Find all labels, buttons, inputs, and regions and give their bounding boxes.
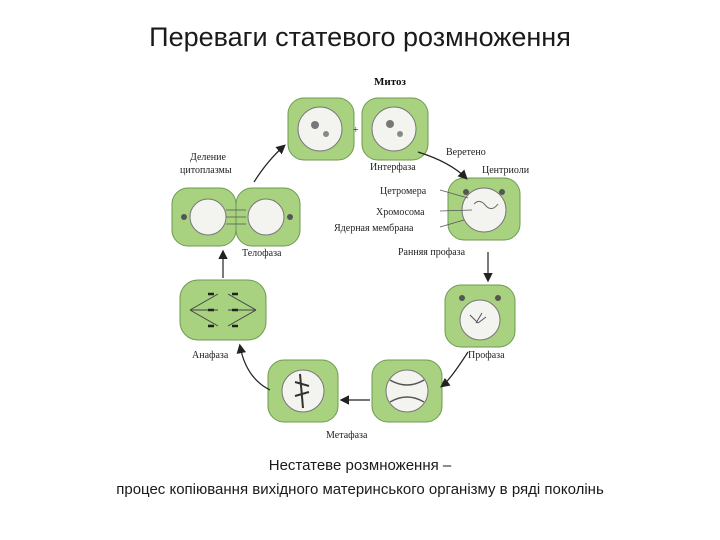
caption-line-2: процес копіювання вихідного материнськог… xyxy=(116,481,604,498)
telophase-cells xyxy=(171,187,301,247)
label-cytokinesis-2: цитоплазмы xyxy=(180,165,232,176)
label-anaphase: Анафаза xyxy=(192,350,229,361)
early-prophase-cell xyxy=(447,177,521,241)
label-centrioles: Центриоли xyxy=(482,165,530,176)
label-cytokinesis-1: Деление xyxy=(190,152,227,163)
interphase-cells xyxy=(287,97,429,161)
plus-sign: + xyxy=(353,125,359,136)
slide-title: Переваги статевого розмноження xyxy=(149,22,571,52)
mitosis-heading: Митоз xyxy=(374,76,406,88)
cycle-arrows xyxy=(218,144,493,405)
label-centromere: Цетромера xyxy=(380,186,427,197)
label-prophase: Профаза xyxy=(468,350,505,361)
label-nuclear-membrane: Ядерная мембрана xyxy=(334,223,414,234)
prophase-cell xyxy=(444,284,516,348)
caption-line-1: Нестатеве розмноження – xyxy=(268,457,452,474)
label-early-prophase: Ранняя профаза xyxy=(398,247,466,258)
label-metaphase: Метафаза xyxy=(326,430,368,440)
label-interphase: Интерфаза xyxy=(370,162,416,173)
label-telophase: Телофаза xyxy=(242,248,282,259)
label-spindle: Веретено xyxy=(446,147,486,158)
metaphase-cells xyxy=(267,359,443,423)
anaphase-cell xyxy=(179,279,267,341)
mitosis-diagram: Митоз + Интерфаза Веретено Центриоли Цет… xyxy=(150,60,570,440)
label-chromosome: Хромосома xyxy=(376,207,425,218)
